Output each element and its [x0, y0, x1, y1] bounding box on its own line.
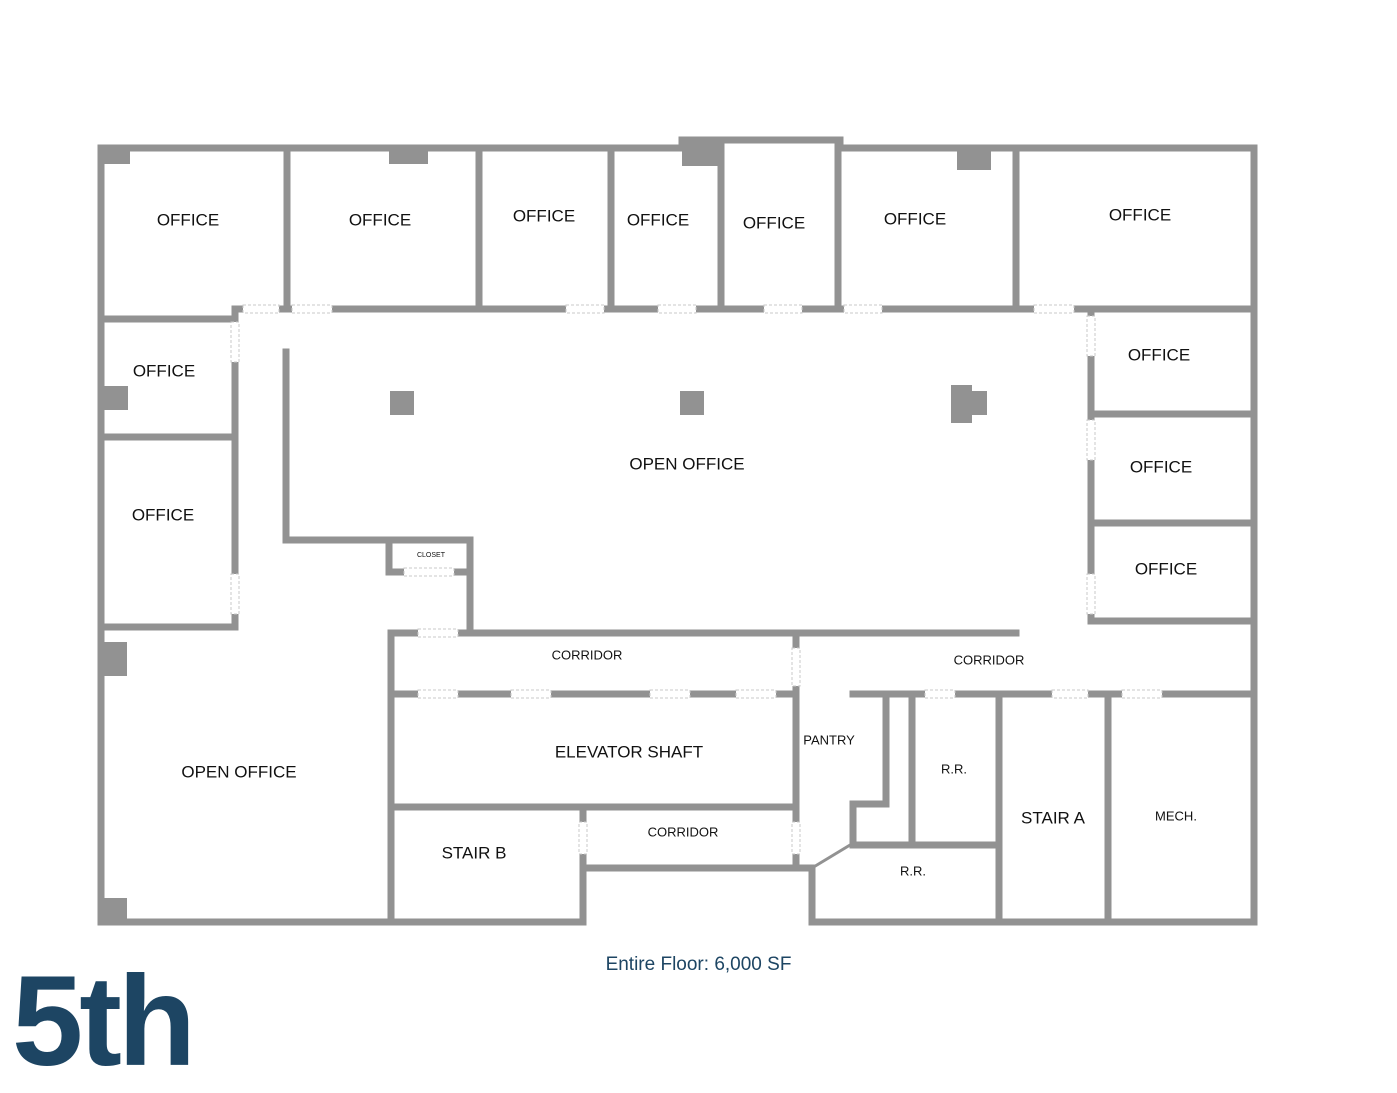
room-label-stair-a: STAIR A: [1021, 808, 1086, 827]
room-label-office: OFFICE: [1128, 345, 1190, 364]
structural-columns: [101, 140, 991, 922]
room-label-corridor: CORRIDOR: [552, 647, 623, 662]
room-label-office: OFFICE: [513, 206, 575, 225]
room-label-office: OFFICE: [627, 210, 689, 229]
room-label-restroom: R.R.: [941, 761, 967, 776]
floor-area-caption: Entire Floor: 6,000 SF: [605, 954, 792, 975]
room-label-corridor: CORRIDOR: [648, 824, 719, 839]
room-labels: OFFICE OFFICE OFFICE OFFICE OFFICE OFFIC…: [132, 205, 1197, 878]
room-label-office: OFFICE: [132, 505, 194, 524]
room-label-office: OFFICE: [1109, 205, 1171, 224]
room-label-office: OFFICE: [1135, 559, 1197, 578]
room-label-office: OFFICE: [349, 210, 411, 229]
room-label-corridor: CORRIDOR: [954, 652, 1025, 667]
room-label-pantry: PANTRY: [803, 732, 855, 747]
room-label-office: OFFICE: [743, 213, 805, 232]
walls: [97, 136, 1258, 926]
room-label-restroom: R.R.: [900, 863, 926, 878]
room-label-office: OFFICE: [884, 209, 946, 228]
room-label-open-office: OPEN OFFICE: [629, 454, 744, 473]
room-label-mech: MECH.: [1155, 808, 1197, 823]
room-label-office: OFFICE: [157, 210, 219, 229]
door-openings: [230, 304, 1163, 855]
room-label-open-office: OPEN OFFICE: [181, 762, 296, 781]
room-label-closet: CLOSET: [417, 552, 446, 559]
room-label-office: OFFICE: [1130, 457, 1192, 476]
room-label-elevator-shaft: ELEVATOR SHAFT: [555, 742, 703, 761]
room-label-office: OFFICE: [133, 361, 195, 380]
floor-number-label: 5th: [12, 950, 196, 1093]
room-label-stair-b: STAIR B: [442, 843, 507, 862]
